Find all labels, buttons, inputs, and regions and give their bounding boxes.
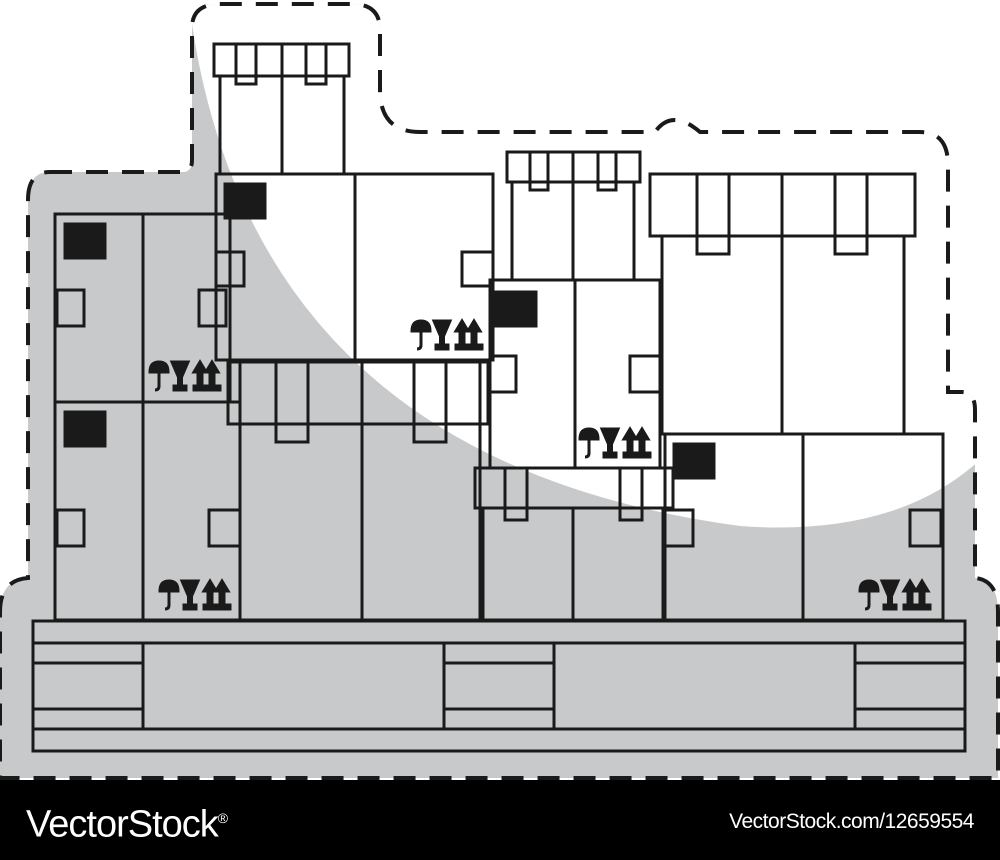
center-right-top-box (505, 150, 642, 282)
label-block-icon (223, 182, 267, 220)
label-block-icon (63, 410, 107, 448)
label-block-icon (672, 442, 716, 480)
cut-line (0, 2, 1000, 780)
boxes-on-pallet-illustration (0, 2, 1000, 780)
center-left-middle-box (214, 172, 495, 362)
center-right-middle-box (488, 278, 662, 470)
brand-logo: VectorStock® (26, 798, 228, 846)
right-stack-top-box (648, 172, 917, 436)
label-block-icon (494, 290, 538, 328)
label-block-icon (63, 222, 107, 260)
watermark-bar: VectorStock® VectorStock.com/12659554 (0, 780, 1000, 860)
image-credit: VectorStock.com/12659554 (729, 810, 974, 833)
brand-name: VectorStock (26, 803, 219, 846)
registered-mark: ® (217, 810, 228, 826)
wooden-pallet (31, 619, 967, 753)
center-left-top-box (212, 42, 351, 176)
